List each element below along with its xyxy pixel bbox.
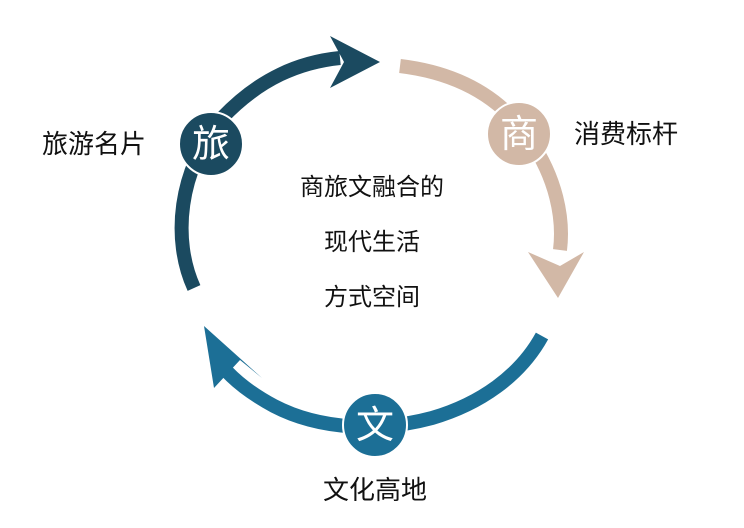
center-line-3: 方式空间 — [324, 283, 420, 311]
arrowhead-top-icon — [330, 36, 380, 88]
arrowhead-left-icon — [204, 326, 262, 388]
node-travel: 旅 — [178, 111, 244, 177]
node-commerce-char: 商 — [500, 112, 538, 156]
label-travel: 旅游名片 — [42, 130, 146, 160]
node-culture: 文 — [342, 392, 408, 458]
arrowhead-right-icon — [528, 252, 584, 298]
label-commerce: 消费标杆 — [574, 120, 678, 150]
node-culture-char: 文 — [356, 403, 394, 447]
center-line-1: 商旅文融合的 — [300, 173, 444, 201]
center-line-2: 现代生活 — [324, 228, 420, 256]
node-travel-char: 旅 — [192, 122, 230, 166]
node-commerce: 商 — [486, 101, 552, 167]
label-culture: 文化高地 — [323, 476, 427, 506]
